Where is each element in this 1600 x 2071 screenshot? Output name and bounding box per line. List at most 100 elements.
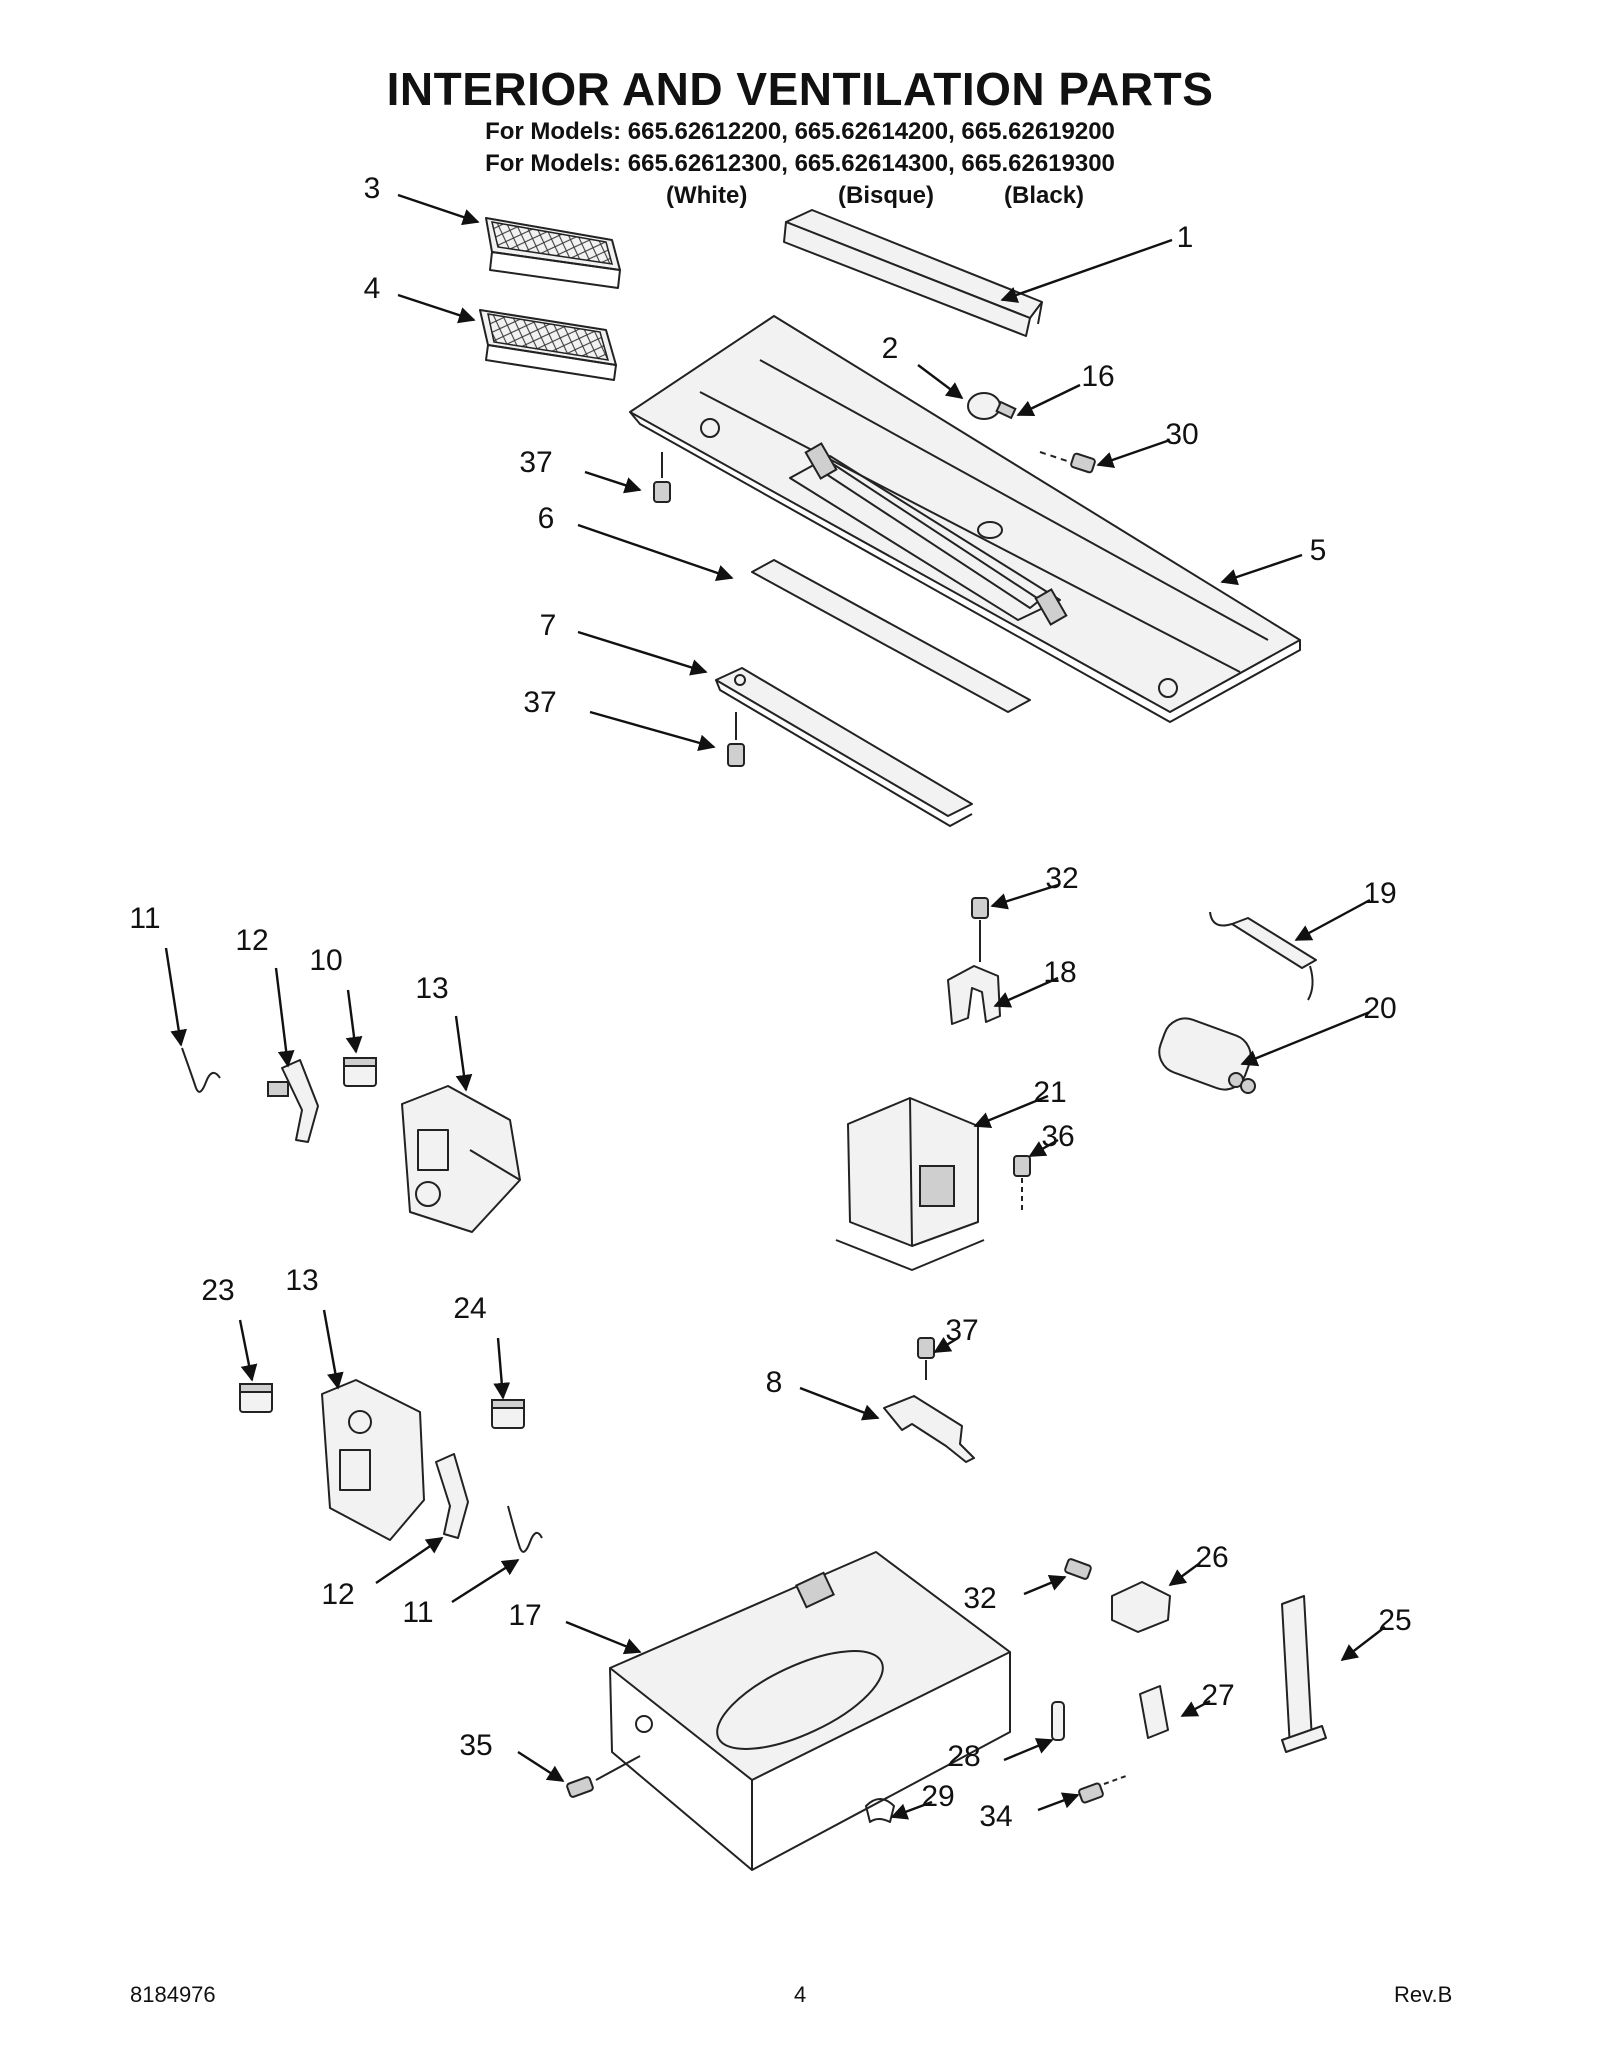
callout-leader-arrow [1023,1575,1067,1596]
callout-number: 25 [1378,1604,1411,1637]
callout-leader-arrow [799,1386,880,1421]
callout-23: 23 [201,1274,258,1382]
callout-leader-arrow [584,470,642,494]
callout-29: 29 [890,1780,955,1820]
callout-number: 2 [882,332,899,365]
callout-16: 16 [1016,360,1115,417]
base-plate-part-17 [609,1551,1011,1871]
spring-part-11-upper [181,1047,221,1093]
callout-leader-arrow [164,947,187,1047]
latch-part-12-upper [267,1059,319,1143]
callout-number: 26 [1195,1541,1228,1574]
charcoal-filter-part-4 [479,309,617,381]
clip-part-29 [865,1798,895,1823]
callout-number: 1 [1177,221,1194,254]
holder-part-13-lower [321,1379,425,1541]
finish-white: (White) [666,182,748,209]
fuse-part-28 [1051,1701,1065,1741]
callout-leader-arrow [1028,1138,1059,1158]
callout-13: 13 [415,972,473,1092]
callout-32: 32 [963,1575,1067,1615]
callout-6: 6 [538,502,734,582]
callout-21: 21 [973,1076,1067,1129]
callout-leader-arrow [1168,1562,1201,1586]
callout-leader-arrow [1240,1010,1371,1067]
callout-number: 10 [309,944,342,977]
callout-number: 28 [947,1740,980,1773]
grease-filter-part-3 [485,217,621,289]
screw-part-30 [1039,451,1096,474]
callout-number: 36 [1041,1120,1074,1153]
callout-number: 24 [453,1292,486,1325]
callout-number: 21 [1033,1076,1066,1109]
light-bulb-part-2 [967,392,1017,420]
callout-leader-arrow [322,1309,344,1390]
callout-37: 37 [523,686,716,751]
latch-part-12-lower [435,1453,469,1539]
callout-number: 23 [201,1274,234,1307]
callout-13: 13 [285,1264,344,1390]
callout-12: 12 [235,924,295,1068]
callout-number: 12 [321,1578,354,1611]
callout-11: 11 [129,902,187,1047]
callout-number: 29 [921,1780,954,1813]
diode-part-19 [1209,911,1317,1001]
callout-leader-arrow [565,1620,642,1655]
vent-grille-part-1 [783,209,1043,337]
callout-leader-arrow [454,1015,473,1092]
callout-36: 36 [1028,1120,1075,1158]
callout-2: 2 [882,332,964,400]
callout-number: 35 [459,1729,492,1762]
callout-12: 12 [321,1537,444,1611]
callout-number: 30 [1165,418,1198,451]
switch-part-24 [491,1399,525,1429]
callout-number: 6 [538,502,555,535]
callout-number: 12 [235,924,268,957]
callout-number: 19 [1363,877,1396,910]
callout-number: 13 [285,1264,318,1297]
doc-number: 8184976 [130,1982,216,2007]
callout-leader-arrow [1340,1626,1386,1662]
callout-leader-arrow [238,1319,258,1382]
parts-artwork [181,209,1327,1871]
callout-leader-arrow [1037,1792,1080,1812]
callout-number: 16 [1081,360,1114,393]
callout-number: 13 [415,972,448,1005]
callout-19: 19 [1294,877,1397,942]
callout-leader-arrow [517,1750,565,1783]
relay-part-26 [1111,1581,1171,1633]
callout-35: 35 [459,1729,565,1783]
callout-number: 27 [1201,1679,1234,1712]
switch-part-23 [239,1383,273,1413]
screw-part-36 [1013,1155,1031,1210]
callout-leader-arrow [577,630,708,676]
callout-5: 5 [1220,534,1326,586]
page-number: 4 [794,1982,807,2007]
callout-leader-arrow [274,967,295,1068]
callout-28: 28 [947,1738,1054,1773]
screw-part-34 [1078,1775,1127,1804]
screw-part-37-mid [917,1337,935,1380]
callout-leader-arrow [397,193,480,226]
callout-leader-arrow [493,1337,511,1400]
callout-number: 32 [1045,862,1078,895]
finish-black: (Black) [1004,182,1085,209]
callout-number: 32 [963,1582,996,1615]
callout-number: 7 [540,609,557,642]
screw-part-32-lower [1064,1558,1092,1580]
revision: Rev.B [1394,1982,1453,2007]
callout-10: 10 [309,944,363,1054]
bracket-part-7 [715,667,973,827]
callout-30: 30 [1096,418,1199,468]
screw-part-35 [566,1755,641,1798]
callout-27: 27 [1180,1679,1235,1718]
callout-leader-arrow [1096,438,1171,468]
page-title: INTERIOR AND VENTILATION PARTS [386,63,1214,115]
callout-number: 17 [508,1599,541,1632]
callout-leader-arrow [397,293,476,324]
callout-leader-arrow [990,883,1059,910]
callout-number: 8 [766,1366,783,1399]
callout-25: 25 [1340,1604,1412,1662]
transformer-part-21 [835,1097,985,1271]
capacitor-part-20 [1158,1017,1256,1094]
